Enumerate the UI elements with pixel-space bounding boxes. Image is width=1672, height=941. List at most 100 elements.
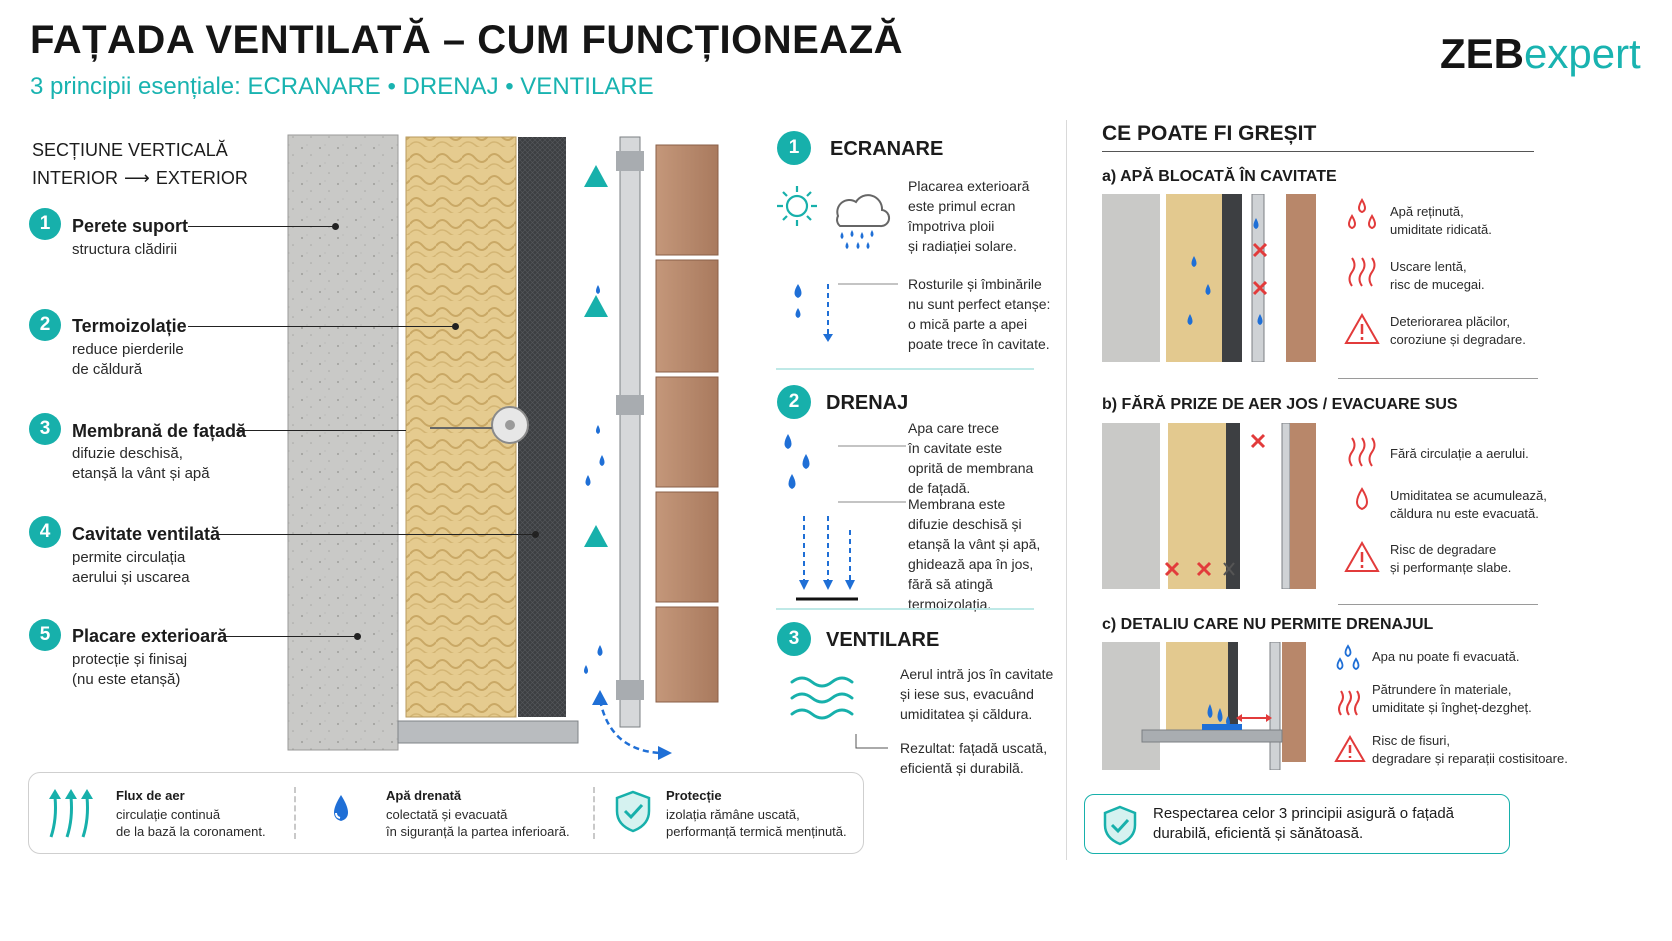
principle-1-title: ECRANARE [830, 138, 944, 160]
legend-water-title: Apă drenată [386, 788, 462, 803]
logo-bold: ZEB [1440, 30, 1524, 77]
summary-text: Respectarea celor 3 principii asigură o … [1153, 805, 1455, 842]
layer-1-title: Perete suport [72, 216, 189, 236]
case-c-title: c) DETALIU CARE NU PERMITE DRENAJUL [1102, 616, 1434, 633]
direction-arrow-icon: ⟶ [124, 168, 150, 188]
airflow-arrows [584, 165, 608, 685]
principle-2-text-1: Apa care trece în cavitate este oprită d… [908, 420, 1034, 496]
principle-2-title: DRENAJ [826, 392, 909, 414]
layer-4-desc: permite circulația aerului și uscarea [72, 549, 190, 586]
airflow-legend-icon [49, 789, 93, 838]
section-heading: SECȚIUNE VERTICALĂ INTERIOR⟶EXTERIOR [32, 136, 248, 192]
wall-section-illustration [287, 134, 719, 760]
case-b-note-1: Fără circulație a aerului. [1390, 446, 1529, 461]
case-b-illustration [1102, 423, 1316, 589]
layer-4-dot [532, 531, 539, 538]
layer-2-badge: 2 [29, 309, 61, 341]
layer-4-badge: 4 [29, 516, 61, 548]
layer-5-desc: protecție și finisaj (nu este etanșă) [72, 651, 188, 688]
layer-5-badge: 5 [29, 619, 61, 651]
principle-1-text-2: Rosturile și îmbinările nu sunt perfect … [908, 276, 1051, 352]
layer-1-badge: 1 [29, 208, 61, 240]
case-a-illustration [1102, 194, 1316, 362]
warning-triangle-icon [1344, 540, 1380, 572]
drainage-icon [784, 434, 906, 601]
legend-box: Flux de aer circulație continuă de la ba… [28, 772, 864, 854]
water-drops-warning-icon [1336, 644, 1360, 670]
case-c-note-1: Apa nu poate fi evacuată. [1372, 649, 1520, 664]
logo-light: expert [1524, 30, 1641, 77]
layer-4-leader [215, 534, 535, 535]
concrete-wall [287, 134, 399, 751]
heat-waves-icon [1348, 437, 1376, 467]
column-divider [1066, 120, 1067, 860]
principle-3-text-1: Aerul intră jos în cavitate și iese sus,… [900, 666, 1054, 722]
principle-3-text-2: Rezultat: fațadă uscată, eficientă și du… [900, 740, 1048, 776]
leaking-drops-icon [794, 283, 898, 342]
layer-1-leader [188, 226, 334, 227]
sun-rain-icon [777, 186, 891, 249]
separator-1 [776, 368, 1034, 370]
case-a-note-1: Apă reținută, umiditate ridicată. [1390, 204, 1492, 237]
case-a-note-3: Deteriorarea plăcilor, coroziune și degr… [1390, 314, 1526, 347]
result-connector [855, 734, 888, 749]
warning-triangle-icon [1334, 735, 1366, 762]
legend-airflow-title: Flux de aer [116, 788, 185, 803]
layer-1-dot [332, 223, 339, 230]
legend-protection-title: Protecție [666, 788, 722, 803]
page-subtitle: 3 principii esențiale: ECRANARE • DRENAJ… [30, 73, 654, 100]
water-drop-legend-icon [334, 795, 348, 821]
heat-waves-icon [1338, 690, 1360, 716]
legend-protection-text: izolația rămâne uscată, performanță term… [666, 807, 847, 839]
section-from: INTERIOR [32, 168, 119, 188]
layer-2-leader [188, 326, 454, 327]
separator-2 [776, 608, 1034, 610]
case-c-illustration [1102, 642, 1306, 770]
mistakes-heading-rule [1102, 151, 1534, 152]
layer-2-title: Termoizolație [72, 316, 187, 336]
case-a-rule [1338, 378, 1538, 379]
principle-1-badge: 1 [777, 131, 811, 165]
warning-triangle-icon [1344, 312, 1380, 344]
case-a-note-2: Uscare lentă, risc de mucegai. [1390, 259, 1485, 292]
layer-5-dot [354, 633, 361, 640]
principle-3-title: VENTILARE [826, 629, 940, 651]
layer-5-leader [220, 636, 356, 637]
principle-3-badge: 3 [777, 622, 811, 656]
layer-4-title: Cavitate ventilată [72, 524, 221, 544]
water-drop-icon [1356, 487, 1368, 511]
section-to: EXTERIOR [155, 168, 248, 188]
layer-3-title: Membrană de fațadă [72, 421, 247, 441]
base-rail [397, 720, 579, 744]
legend-water-text: colectată și evacuată în siguranță la pa… [386, 807, 570, 839]
water-drops [584, 285, 605, 674]
case-b-note-2: Umiditatea se acumulează, căldura nu est… [1390, 488, 1547, 521]
case-b-note-3: Risc de degradare și performanțe slabe. [1390, 542, 1512, 575]
shield-check-icon [1103, 805, 1137, 846]
layer-2-dot [452, 323, 459, 330]
legend-separator-1 [294, 787, 296, 839]
principle-2-text-2: Membrana este difuzie deschisă și etanșă… [908, 496, 1041, 612]
case-b-rule [1338, 604, 1538, 605]
layer-3-leader [236, 430, 406, 431]
layer-3-badge: 3 [29, 413, 61, 445]
airflow-waves-icon [790, 676, 854, 720]
shield-check-icon [615, 790, 651, 833]
page-title: FAȚADA VENTILATĂ – CUM FUNCȚIONEAZĂ [30, 18, 904, 62]
heat-waves-icon [1348, 257, 1376, 287]
principle-2-badge: 2 [777, 385, 811, 419]
layer-5-title: Placare exterioară [72, 626, 228, 646]
mistakes-heading: CE POATE FI GREȘIT [1102, 122, 1317, 145]
case-b-title: b) FĂRĂ PRIZE DE AER JOS / EVACUARE SUS [1102, 396, 1458, 413]
legend-separator-2 [593, 787, 595, 839]
summary-box: Respectarea celor 3 principii asigură o … [1084, 794, 1510, 854]
section-direction: INTERIOR⟶EXTERIOR [32, 164, 248, 192]
water-drops-warning-icon [1348, 198, 1376, 230]
layer-2-desc: reduce pierderile de căldură [72, 341, 184, 378]
case-c-note-3: Risc de fisuri, degradare și reparații c… [1372, 733, 1568, 766]
case-c-note-2: Pătrundere în materiale, umiditate și în… [1372, 682, 1532, 715]
cladding-boards [655, 144, 719, 703]
layer-1-desc: structura clădirii [72, 241, 178, 258]
legend-airflow-text: circulație continuă de la bază la corona… [116, 807, 266, 839]
zebexpert-logo: ZEBexpert [1440, 30, 1641, 78]
